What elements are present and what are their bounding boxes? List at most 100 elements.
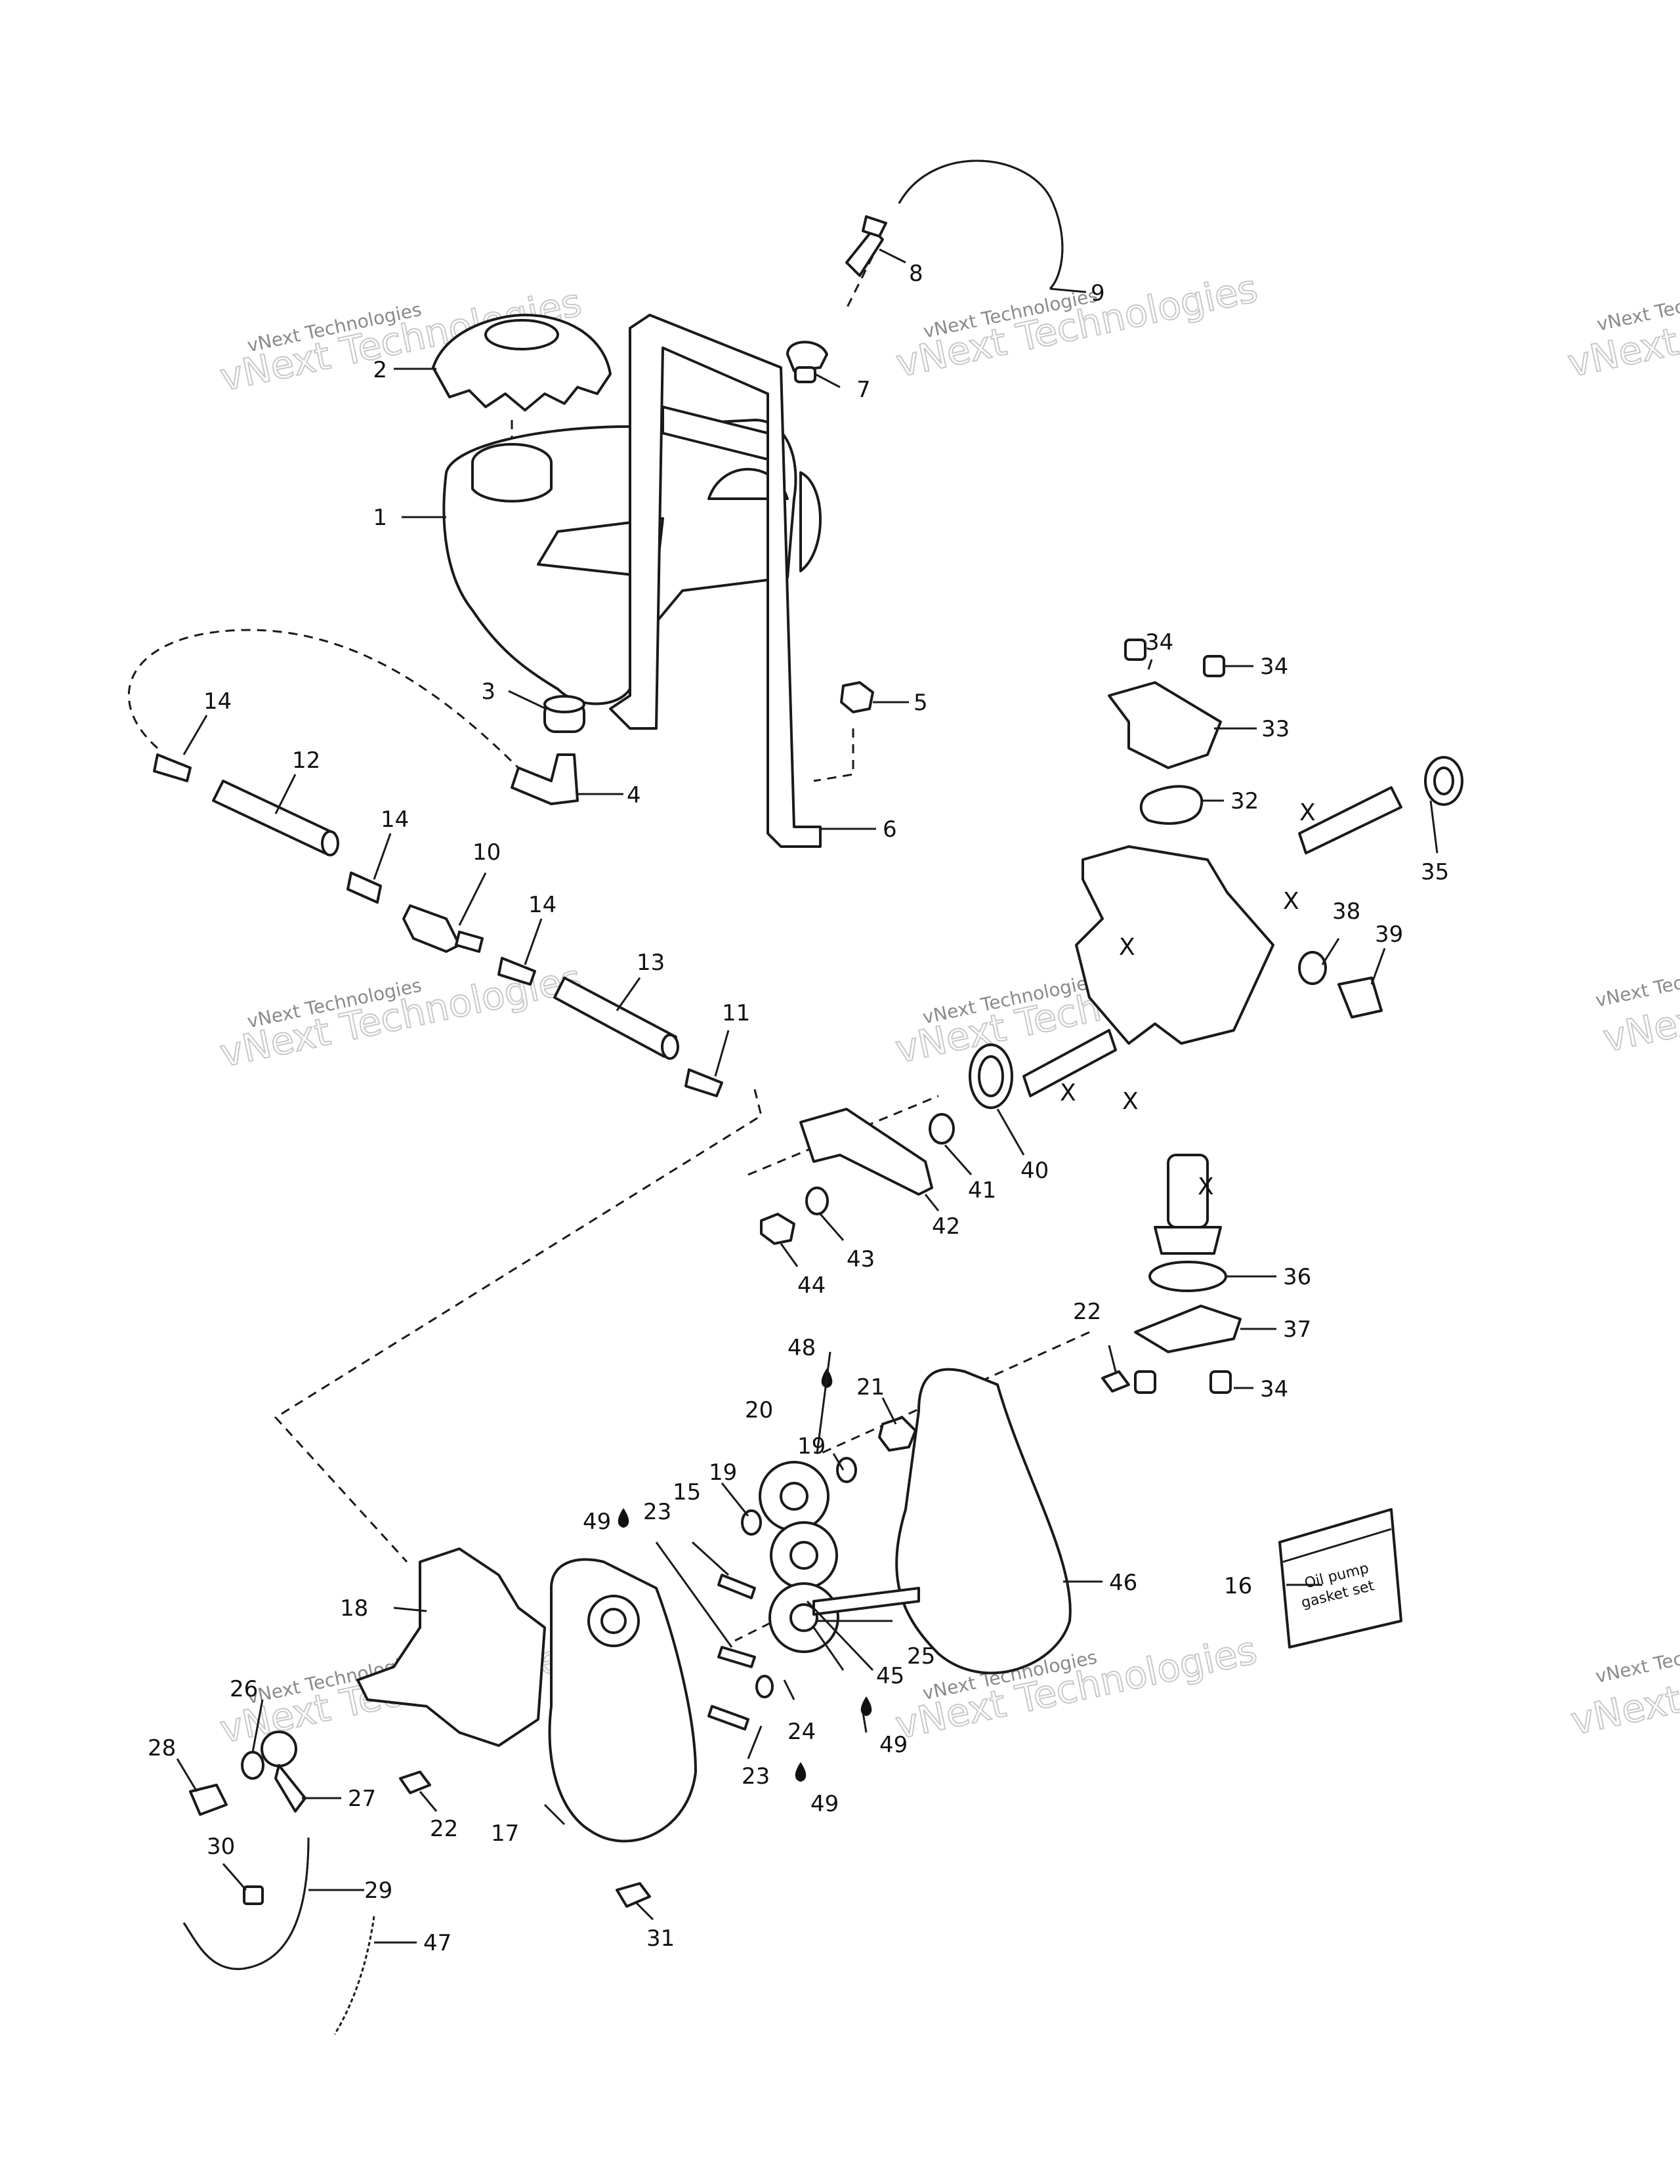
screw-34-bottom-part (1134, 1370, 1232, 1394)
pump-shaft-part (1298, 786, 1402, 854)
gear-housing-17-part (548, 1558, 697, 1843)
callout-25: 25 (907, 1643, 935, 1670)
callout-21: 21 (856, 1374, 885, 1400)
x-marker: X (1299, 799, 1316, 826)
callout-49: 49 (810, 1791, 839, 1817)
grommet-part (786, 341, 828, 383)
callout-19: 19 (797, 1433, 826, 1460)
dashed-line-vent (127, 629, 526, 776)
dashed-line-fitting (845, 255, 874, 309)
washer-26-part (241, 1751, 264, 1780)
lubricant-drop-49-part (618, 1508, 872, 1782)
callout-13: 13 (637, 950, 665, 976)
tube-12-part (212, 780, 339, 856)
callout-43: 43 (847, 1246, 875, 1272)
plate-33-part (1108, 681, 1222, 769)
gasket-set-packet-16-part: Oil pump gasket set (1278, 1508, 1402, 1648)
lever-42-part (799, 1108, 933, 1196)
gasket-46-part (895, 1368, 1072, 1675)
callout-46: 46 (1109, 1570, 1137, 1596)
callout-8: 8 (909, 261, 923, 287)
pump-assembly-18-part (356, 1547, 546, 1747)
leader-lines (176, 248, 1438, 1944)
callout-23: 23 (742, 1763, 770, 1790)
spiral-wrap-47-part (333, 1916, 375, 2035)
callout-19: 19 (709, 1460, 737, 1486)
callout-34: 34 (1145, 629, 1173, 656)
callout-40: 40 (1020, 1158, 1049, 1184)
callout-12: 12 (292, 747, 320, 774)
callout-14: 14 (381, 807, 409, 833)
x-marker: X (1198, 1173, 1214, 1200)
tube-13-part (553, 976, 679, 1060)
bracket-part (609, 314, 822, 848)
callout-45: 45 (876, 1663, 904, 1689)
x-marker: X (1119, 934, 1135, 961)
tank-grommet-part (543, 695, 585, 733)
gear-20-part (759, 1461, 830, 1532)
callout-31: 31 (646, 1925, 675, 1952)
callout-numbers: 1 2 3 4 5 6 7 8 9 10 11 12 13 14 14 14 3… (148, 261, 1449, 1956)
callout-14: 14 (528, 892, 556, 918)
callout-30: 30 (207, 1834, 235, 1860)
callout-27: 27 (348, 1786, 376, 1812)
callout-32: 32 (1230, 788, 1259, 814)
screw-31-part (616, 1882, 651, 1908)
clip-30-part (243, 1885, 264, 1905)
callout-36: 36 (1283, 1264, 1311, 1290)
callout-44: 44 (797, 1272, 826, 1299)
seal-35-part (1424, 756, 1463, 806)
callout-35: 35 (1421, 859, 1449, 885)
washer-43-part (805, 1186, 829, 1215)
screw-34-part (1124, 639, 1225, 677)
callout-3: 3 (481, 679, 495, 705)
callout-16: 16 (1224, 1573, 1252, 1599)
gear-lower-part (768, 1582, 839, 1653)
callout-49: 49 (879, 1732, 908, 1758)
pin-15-part (717, 1574, 756, 1599)
callout-29: 29 (364, 1878, 392, 1904)
gasket-32-part (1139, 785, 1204, 825)
shaft-25-part (812, 1587, 920, 1616)
bolt-28-part (189, 1784, 228, 1816)
dashed-line-oil-feed (274, 1089, 763, 1563)
callout-1: 1 (373, 505, 387, 531)
callout-20: 20 (745, 1397, 773, 1423)
callout-34: 34 (1260, 1376, 1288, 1402)
callout-2: 2 (373, 357, 387, 383)
callout-34: 34 (1260, 654, 1288, 680)
callout-11: 11 (722, 1000, 750, 1026)
callout-22: 22 (430, 1816, 458, 1842)
callout-49: 49 (583, 1509, 611, 1535)
callout-9: 9 (1091, 280, 1105, 306)
cover-plate-37-part (1134, 1305, 1242, 1353)
x-marker: X (1060, 1080, 1076, 1106)
washer-38-part (1298, 951, 1327, 985)
dashed-line-bracket (813, 728, 854, 782)
elbow-fitting-part (511, 753, 579, 805)
callout-15: 15 (673, 1479, 701, 1505)
banjo-fitting-27-part (261, 1731, 306, 1813)
callout-17: 17 (491, 1820, 519, 1847)
spring-40-part (969, 1043, 1013, 1109)
hose-29-part (182, 1837, 310, 1970)
callout-38: 38 (1332, 898, 1360, 925)
inline-filter-part (402, 904, 484, 953)
callout-4: 4 (627, 782, 641, 808)
vent-fitting-part (845, 215, 887, 277)
callout-18: 18 (340, 1595, 368, 1622)
plunger-part (1022, 1029, 1117, 1097)
x-marker: X (1283, 888, 1299, 915)
nut-5-part (840, 681, 874, 713)
callout-10: 10 (472, 839, 501, 866)
callout-47: 47 (423, 1930, 452, 1956)
tank-cap-part (432, 314, 612, 411)
callout-39: 39 (1375, 921, 1403, 948)
pin-23-part (707, 1646, 756, 1731)
callout-22: 22 (1073, 1299, 1101, 1325)
oil-pump-body-part (1075, 845, 1274, 1045)
o-ring-36-part (1148, 1261, 1227, 1292)
callout-42: 42 (932, 1213, 960, 1240)
callout-28: 28 (148, 1735, 176, 1761)
